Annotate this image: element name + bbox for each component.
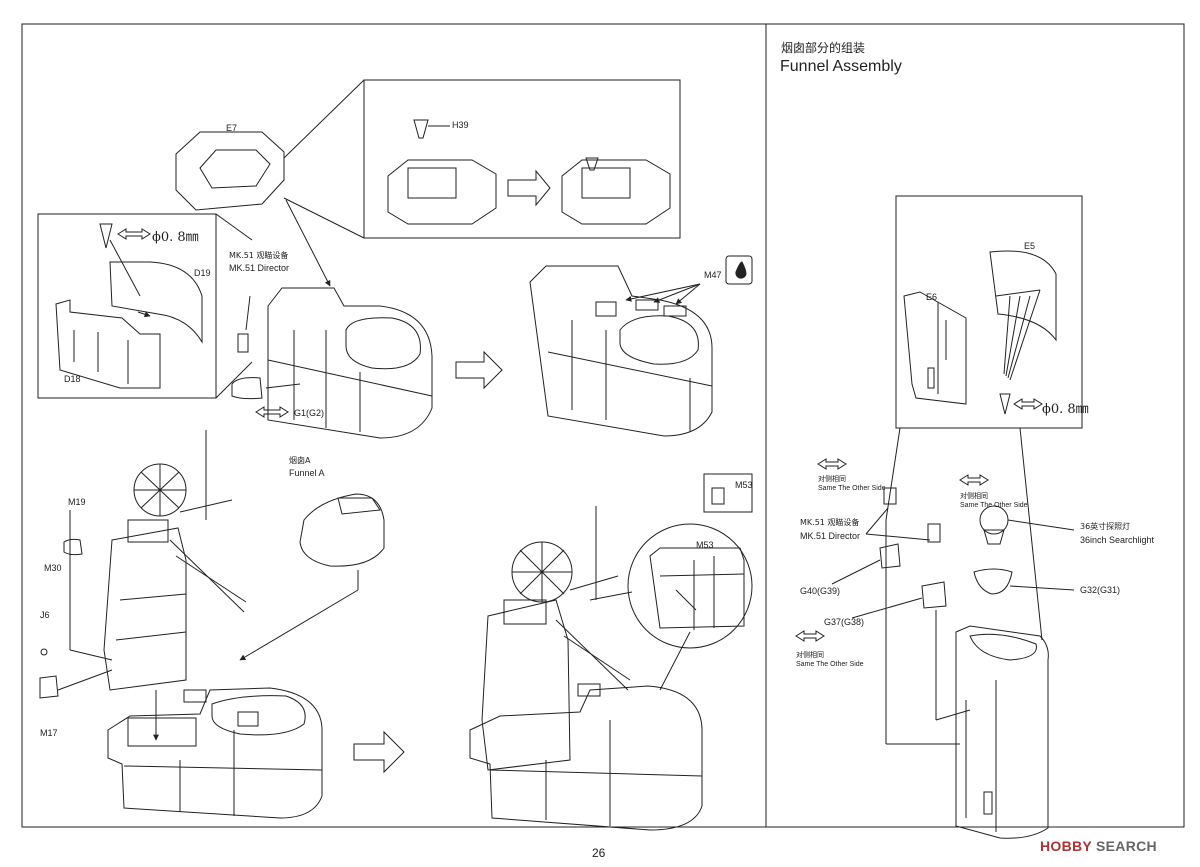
drill-size-label-left: ϕ0. 8㎜ bbox=[152, 230, 199, 245]
step-arrow-2 bbox=[353, 730, 405, 774]
watermark-rest: SEARCH bbox=[1091, 838, 1157, 854]
searchlight-label-cn: 36英寸探照灯 bbox=[1080, 522, 1131, 531]
tower-left bbox=[39, 430, 247, 741]
same-other-side-cn-1: 对侧相同 bbox=[818, 475, 846, 483]
part-label-e7: E7 bbox=[226, 123, 238, 133]
funnel-a-label-en: Funnel A bbox=[289, 468, 325, 478]
part-label-h39: H39 bbox=[452, 120, 469, 130]
funnel-a-label-cn: 烟囱A bbox=[289, 456, 311, 465]
funnel-a-part bbox=[239, 493, 385, 661]
part-label-j6: J6 bbox=[40, 610, 50, 620]
part-label-d19: D19 bbox=[194, 268, 211, 278]
watermark-logo: HOBBY SEARCH bbox=[1040, 838, 1157, 854]
h39-inset-box bbox=[283, 79, 681, 239]
lower-funnel-left bbox=[107, 687, 323, 819]
same-other-side-en-2: Same The Other Side bbox=[960, 502, 1028, 509]
part-label-m53-detail: M53 bbox=[696, 540, 714, 550]
part-label-e6: E6 bbox=[926, 292, 938, 302]
mk51-director-right-cn: MK.51 观瞄设备 bbox=[800, 518, 860, 527]
part-label-m17: M17 bbox=[40, 728, 58, 738]
tower-right-complete bbox=[469, 506, 703, 831]
part-label-m19: M19 bbox=[68, 497, 86, 507]
same-other-side-en-1: Same The Other Side bbox=[818, 485, 886, 492]
e7-part bbox=[175, 131, 331, 287]
section-title-cn: 烟囱部分的组装 bbox=[781, 41, 866, 55]
mk51-director-label-cn: MK.51 观瞄设备 bbox=[229, 251, 289, 260]
part-label-g32: G32(G31) bbox=[1080, 585, 1121, 595]
page-number: 26 bbox=[592, 846, 606, 860]
part-label-d18: D18 bbox=[64, 374, 81, 384]
watermark-brand: HOBBY bbox=[1040, 838, 1092, 854]
same-other-side-en-3: Same The Other Side bbox=[796, 661, 864, 668]
e5-e6-inset-box bbox=[885, 195, 1083, 641]
section-title-en: Funnel Assembly bbox=[780, 58, 902, 75]
same-other-side-cn-2: 对侧相同 bbox=[960, 492, 988, 500]
funnel-assembly-step1 bbox=[231, 287, 433, 439]
part-label-g1: G1(G2) bbox=[294, 408, 325, 418]
same-other-side-cn-3: 对侧相同 bbox=[796, 651, 824, 659]
part-label-m53-box: M53 bbox=[735, 480, 753, 490]
part-label-e5: E5 bbox=[1024, 241, 1036, 251]
mk51-director-label-en: MK.51 Director bbox=[229, 263, 290, 273]
page-frame bbox=[21, 23, 1185, 828]
right-lower-assembly bbox=[795, 458, 1075, 839]
paint-drop-icon bbox=[735, 261, 747, 279]
step-arrow-1 bbox=[455, 350, 503, 390]
drill-size-label-right: ϕ0. 8㎜ bbox=[1042, 402, 1089, 417]
mk51-director-right-en: MK.51 Director bbox=[800, 531, 861, 541]
part-label-g40: G40(G39) bbox=[800, 586, 841, 596]
d18-d19-inset-box bbox=[37, 213, 253, 399]
funnel-assembly-step2 bbox=[529, 255, 753, 437]
part-label-m47: M47 bbox=[704, 270, 722, 280]
m53-detail bbox=[627, 473, 753, 649]
part-label-g37: G37(G38) bbox=[824, 617, 865, 627]
part-label-m30: M30 bbox=[44, 563, 62, 573]
searchlight-label-en: 36inch Searchlight bbox=[1080, 535, 1155, 545]
